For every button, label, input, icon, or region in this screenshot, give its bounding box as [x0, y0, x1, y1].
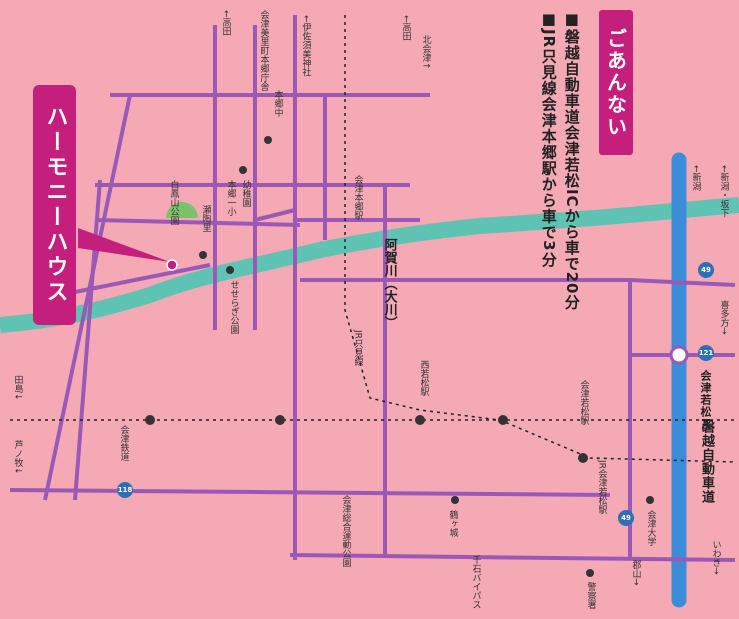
label-park: 白鳳山公園 [168, 180, 179, 225]
route-shield-49-b: 49 [618, 510, 634, 526]
direction-line-1: ■磐越自動車道会津若松ICから車で20分 [562, 10, 581, 311]
guide-title-box: ごあんない [599, 10, 633, 155]
dir-ashinomaki: 芦ノ牧↓ [12, 440, 23, 475]
label-hongo-elem: 本郷一小 [225, 180, 236, 216]
interchange-marker [669, 345, 689, 365]
route-shield-121: 121 [698, 345, 714, 361]
route-shield-118: 118 [117, 482, 133, 498]
label-sengoku: 千石バイパス [470, 555, 481, 609]
label-honmachi: 会津美里町本郷庁舎 [258, 10, 269, 91]
brand-name: ハーモニーハウス [42, 105, 68, 305]
brand-pointer [78, 228, 170, 262]
river [0, 197, 739, 333]
label-hongo-station: 会津本郷駅 [352, 175, 363, 220]
label-kindergarten: 幼稚園 [240, 180, 251, 207]
roads [9, 15, 736, 562]
river-label: 阿賀川（大川） [381, 238, 397, 329]
expressway-label: 磐越自動車道 [699, 420, 714, 504]
railway-label: JR只見線 [352, 330, 363, 366]
label-kiln: 瀬陶里 [200, 205, 211, 232]
dir-niigata: ←新潟 [690, 165, 701, 191]
dir-kitaaizu: 北会津↑ [420, 35, 431, 70]
dir-koriyama: 郡山→ [630, 560, 641, 586]
dir-kitakata: 喜多方→ [718, 300, 729, 335]
direction-line-2: ■JR只見線会津本郷駅から車で3分 [539, 10, 558, 268]
dir-iwaki: いわき→ [710, 540, 721, 575]
label-nishiwakamatsu: 西若松駅 [418, 360, 429, 396]
label-sports-park: 会津総合運動公園 [340, 495, 351, 567]
station-dots [145, 415, 588, 463]
railway [10, 15, 736, 463]
dir-takada-2: ←高田 [220, 10, 231, 36]
park-icon [166, 202, 198, 218]
dir-shinkai: ←新潟・坂下 [718, 165, 729, 218]
place-dots [199, 136, 654, 577]
label-aizu-rail: 会津鉄道 [118, 425, 129, 461]
label-seseragi: せせらぎ公園 [228, 280, 239, 334]
location-marker [166, 259, 178, 271]
interchange-label: 会津若松IC [699, 370, 712, 433]
dir-tajima: 田島↓ [12, 375, 23, 401]
dir-isasuga: ←伊佐須美神社 [300, 15, 311, 77]
label-aizu-univ: 会津大学 [645, 510, 656, 546]
label-aizuwakamatsu: 会津若松駅 [578, 380, 589, 425]
label-tsurugajo: 鶴ヶ城 [447, 510, 458, 537]
label-keiyo: 警察署 [585, 582, 596, 609]
label-hongo-jhs: 本郷中 [272, 90, 283, 117]
route-shield-49: 49 [698, 262, 714, 278]
brand-box: ハーモニーハウス [33, 85, 76, 325]
guide-title: ごあんない [603, 27, 628, 138]
dir-takada-1: ←高田 [400, 15, 411, 41]
label-jr-station: JR会津若松駅 [596, 460, 607, 514]
